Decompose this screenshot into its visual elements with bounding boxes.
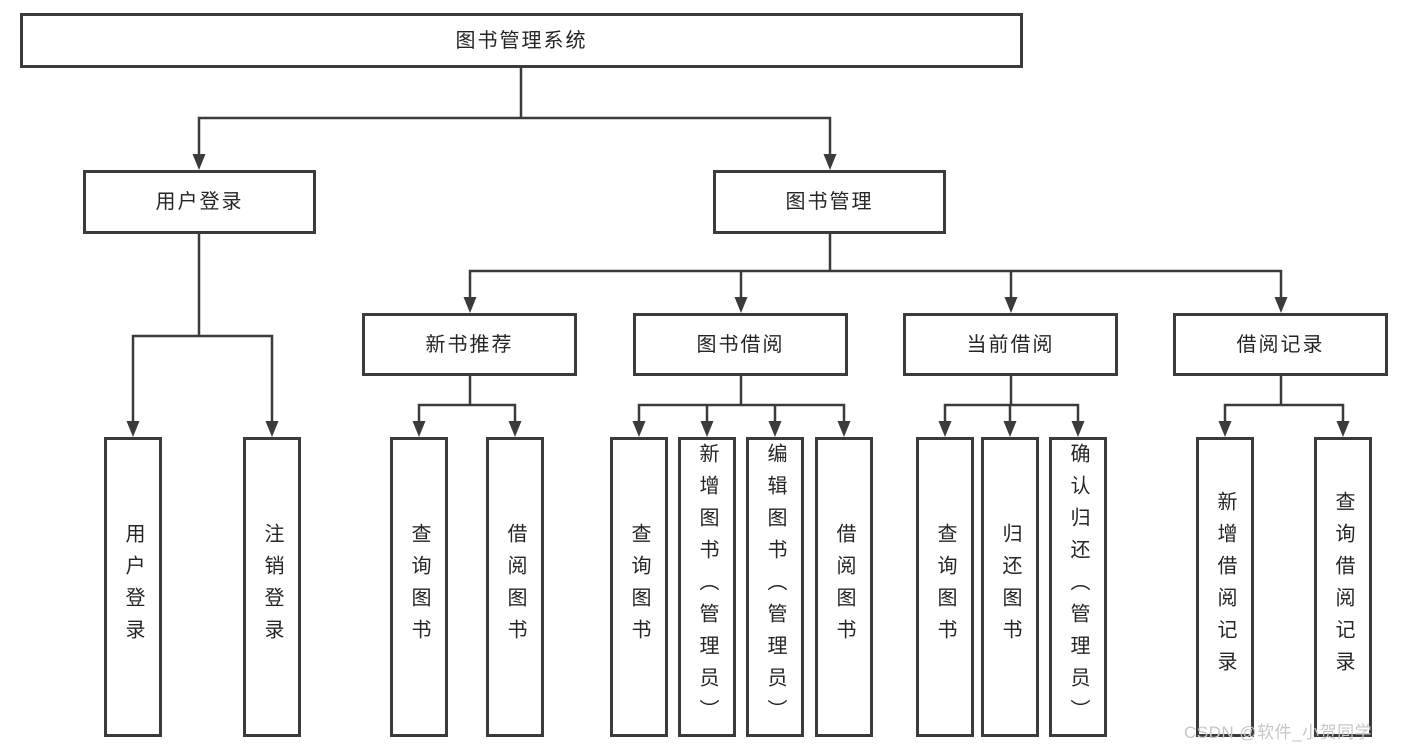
watermark: CSDN @软件_小贺同学 <box>1184 723 1373 742</box>
node-book-borrowing: 图书借阅 <box>633 313 848 376</box>
leaf-borrow-books: 借阅图书 <box>815 437 873 737</box>
leaf-logout: 注销登录 <box>243 437 301 737</box>
leaf-query-books-recommend: 查询图书 <box>390 437 448 737</box>
node-current-borrowing: 当前借阅 <box>903 313 1118 376</box>
leaf-query-books-borrow: 查询图书 <box>610 437 668 737</box>
leaf-edit-books-admin: 编辑图书（管理员） <box>746 437 804 737</box>
leaf-query-books-current: 查询图书 <box>916 437 974 737</box>
leaf-add-borrow-record: 新增借阅记录 <box>1196 437 1254 737</box>
node-library-management-system: 图书管理系统 <box>20 13 1023 68</box>
node-user-login: 用户登录 <box>83 170 316 234</box>
leaf-return-books: 归还图书 <box>981 437 1039 737</box>
leaf-user-login: 用户登录 <box>104 437 162 737</box>
node-borrowing-records: 借阅记录 <box>1173 313 1388 376</box>
leaf-confirm-return-admin: 确认归还（管理员） <box>1049 437 1107 737</box>
leaf-add-books-admin: 新增图书（管理员） <box>678 437 736 737</box>
node-new-book-recommend: 新书推荐 <box>362 313 577 376</box>
node-book-management: 图书管理 <box>713 170 946 234</box>
leaf-query-borrow-record: 查询借阅记录 <box>1314 437 1372 737</box>
leaf-borrow-books-recommend: 借阅图书 <box>486 437 544 737</box>
